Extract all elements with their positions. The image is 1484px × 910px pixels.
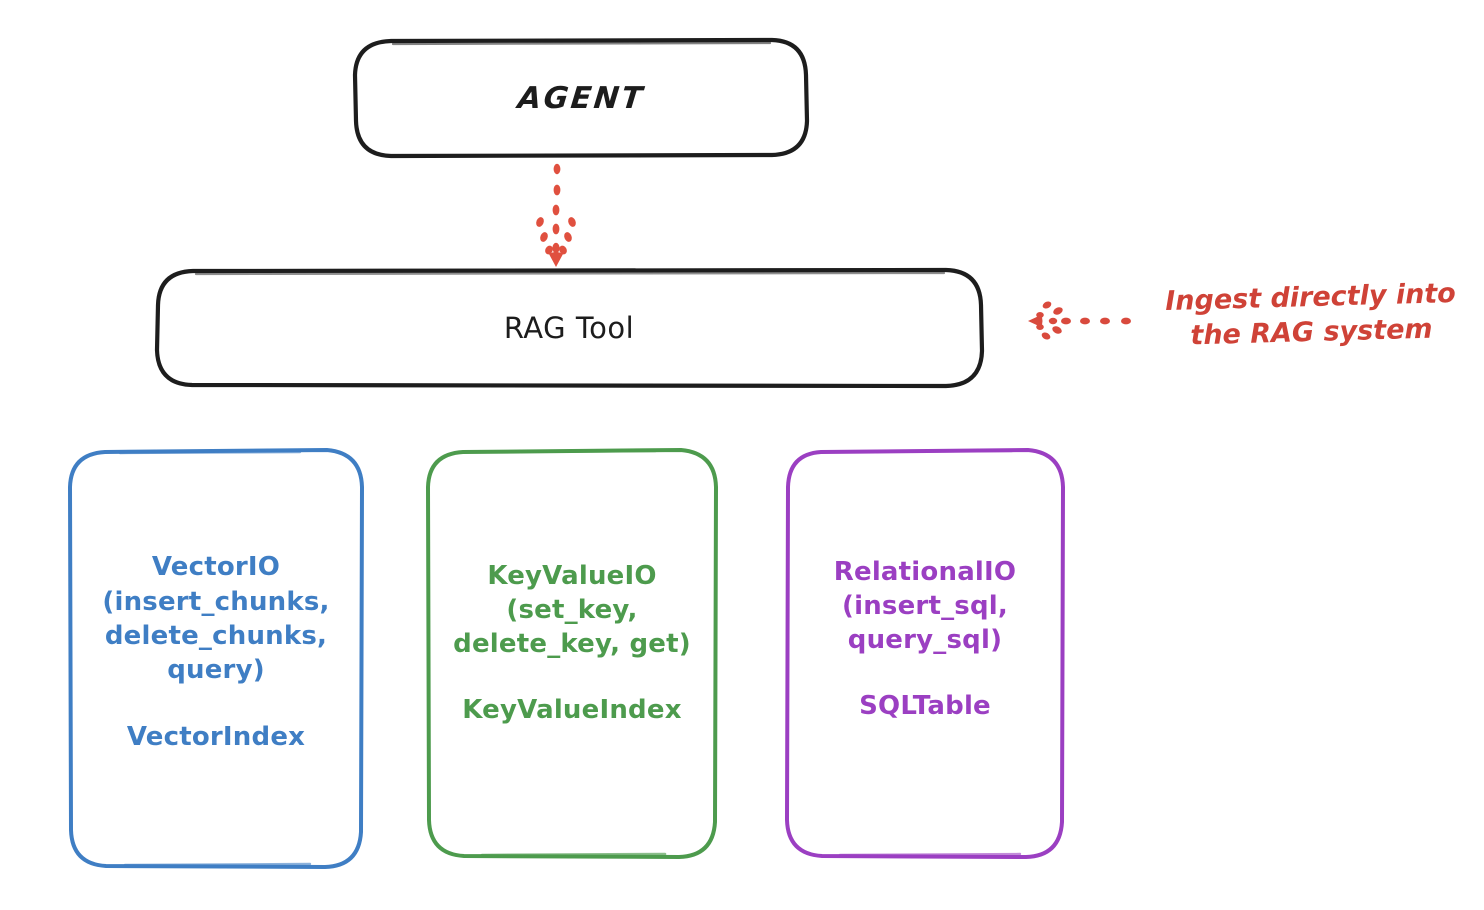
key-value-index-label: KeyValueIndex <box>462 695 682 726</box>
agent-node[interactable]: AGENT <box>355 40 807 156</box>
relationalio-box-outline <box>785 448 1065 859</box>
ingest-annotation-text: Ingest directly into the RAG system <box>1164 277 1457 351</box>
vector-io-signature: VectorIO (insert_chunks, delete_chunks, … <box>102 552 330 686</box>
relational-io-node[interactable]: RelationalIO (insert_sql, query_sql) SQL… <box>787 450 1063 858</box>
vector-index-label: VectorIndex <box>126 721 306 752</box>
keyvalueio-box-outline <box>426 448 718 859</box>
rag-tool-node[interactable]: RAG Tool <box>157 270 981 386</box>
vector-io-node[interactable]: VectorIO (insert_chunks, delete_chunks, … <box>70 450 362 868</box>
relational-io-text-stack: RelationalIO (insert_sql, query_sql) SQL… <box>834 555 1016 722</box>
rag-tool-label: RAG Tool <box>503 311 635 345</box>
vector-io-text-stack: VectorIO (insert_chunks, delete_chunks, … <box>102 550 329 751</box>
agent-box-outline <box>352 37 810 159</box>
relational-io-signature: RelationalIO (insert_sql, query_sql) <box>833 556 1017 656</box>
agent-to-rag-dotted-arrow <box>536 163 576 267</box>
key-value-io-node[interactable]: KeyValueIO (set_key, delete_key, get) Ke… <box>428 450 716 858</box>
vectorio-box-outline <box>68 448 364 869</box>
key-value-io-text-stack: KeyValueIO (set_key, delete_key, get) Ke… <box>453 559 691 726</box>
ingest-dotted-arrow <box>1028 301 1131 340</box>
key-value-io-signature: KeyValueIO (set_key, delete_key, get) <box>453 560 691 660</box>
sql-table-label: SQLTable <box>859 691 991 722</box>
agent-label: AGENT <box>515 80 647 116</box>
rag-tool-box-outline <box>154 267 985 389</box>
